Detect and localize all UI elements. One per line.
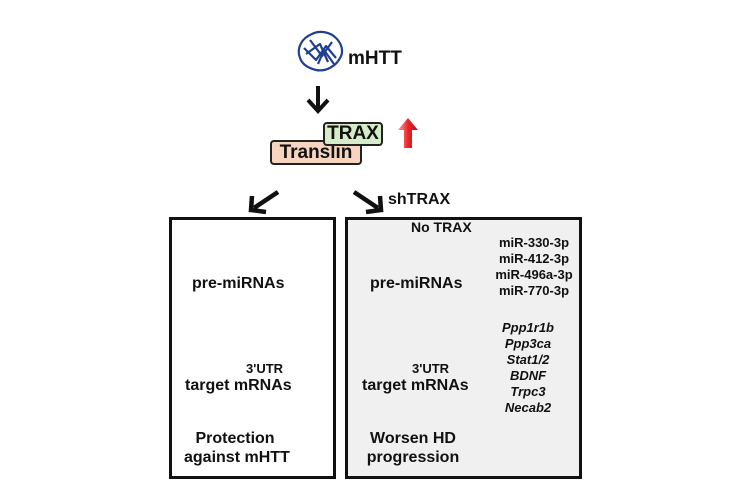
- right-premirna-label: pre-miRNAs: [370, 275, 463, 292]
- shtrax-label: shTRAX: [388, 191, 451, 208]
- mirna-item: miR-412-3p: [498, 251, 570, 266]
- mirna-list: miR-330-3p miR-412-3p miR-496a-3p miR-77…: [494, 235, 574, 299]
- gene-item: Stat1/2: [506, 352, 550, 367]
- left-panel-trax-present: [169, 217, 336, 479]
- mirna-item: miR-770-3p: [498, 283, 570, 298]
- arrow-mhtt-to-trax: [306, 86, 330, 114]
- trax-label: TRAX: [327, 123, 379, 144]
- right-outcome-line1: Worsen HD: [370, 430, 456, 447]
- right-header-label: No TRAX: [411, 219, 472, 235]
- right-outcome-line2: progression: [366, 449, 460, 466]
- right-target-label: target mRNAs: [362, 377, 469, 394]
- gene-item: Trpc3: [510, 384, 546, 399]
- left-utr-label: 3'UTR: [246, 361, 284, 376]
- translin-label: Translin: [279, 142, 353, 163]
- right-utr-label: 3'UTR: [412, 361, 450, 376]
- trax-up-arrow-icon: [398, 118, 418, 148]
- gene-item: Ppp3ca: [504, 336, 552, 351]
- left-target-label: target mRNAs: [185, 377, 292, 394]
- target-gene-list: Ppp1r1b Ppp3ca Stat1/2 BDNF Trpc3 Necab2: [488, 320, 568, 416]
- arrow-right-branch: [352, 190, 384, 215]
- left-premirna-label: pre-miRNAs: [192, 275, 285, 292]
- gene-item: Necab2: [504, 400, 552, 415]
- mirna-item: miR-330-3p: [498, 235, 570, 250]
- trax-box: TRAX: [323, 122, 383, 146]
- mhtt-protein-icon: [297, 30, 344, 72]
- arrow-left-branch: [248, 190, 280, 215]
- right-panel-no-trax: [345, 217, 582, 479]
- gene-item: Ppp1r1b: [501, 320, 554, 335]
- mhtt-label: mHTT: [348, 48, 402, 69]
- mirna-item: miR-496a-3p: [495, 267, 573, 282]
- left-outcome-line2: against mHTT: [184, 449, 290, 466]
- gene-item: BDNF: [509, 368, 547, 383]
- left-outcome-line1: Protection: [195, 430, 275, 447]
